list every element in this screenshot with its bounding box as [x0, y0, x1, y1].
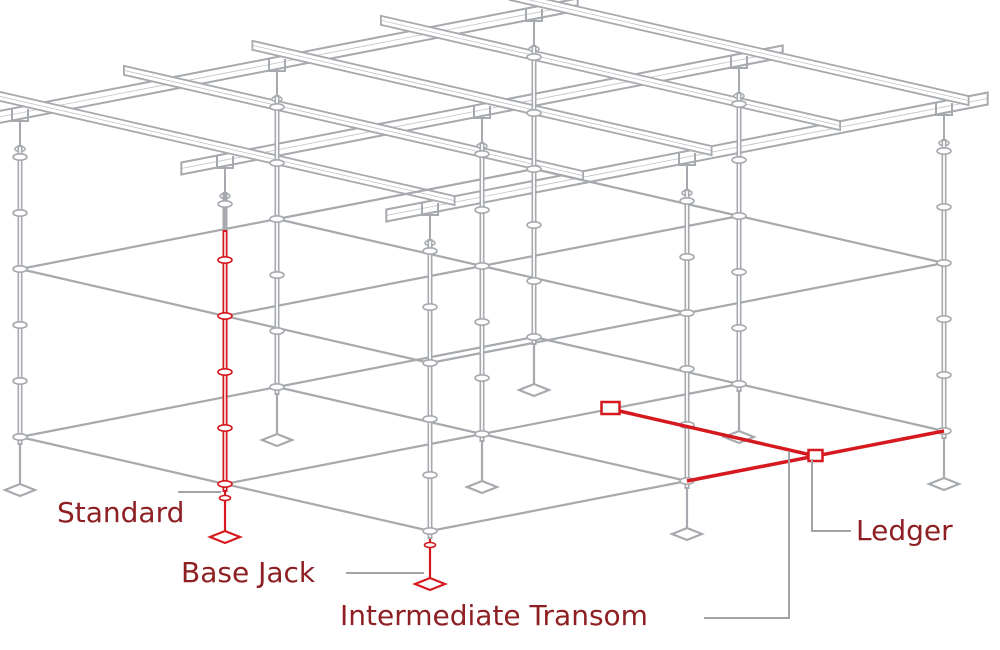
standards-group	[2, 9, 962, 542]
highlighted-parts-group	[207, 230, 945, 592]
label-base-jack: Base Jack	[181, 556, 316, 589]
label-intermediate-transom: Intermediate Transom	[340, 599, 648, 632]
leader-lines-group	[178, 451, 851, 619]
top-beams-group	[0, 0, 989, 223]
label-ledger: Ledger	[856, 514, 953, 547]
label-standard: Standard	[57, 496, 185, 529]
